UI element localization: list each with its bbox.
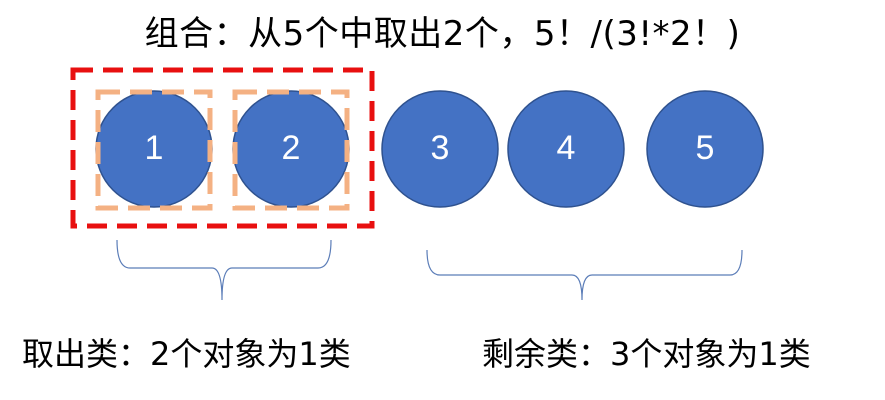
brace-selected <box>116 239 332 301</box>
selection-box <box>70 67 375 229</box>
ball-2: 2 <box>232 90 350 208</box>
ball-4-label: 4 <box>557 129 576 167</box>
item-box-2 <box>232 89 350 211</box>
ball-5-circle <box>646 90 764 208</box>
ball-4-circle <box>507 90 625 208</box>
ball-5-label: 5 <box>696 129 715 167</box>
ball-3-circle <box>381 90 499 208</box>
diagram-title: 组合：从5个中取出2个，5！/(3!*2！) <box>144 14 741 54</box>
ball-3-label: 3 <box>431 129 450 167</box>
ball-2-label: 2 <box>282 129 301 167</box>
brace-remaining <box>426 249 743 301</box>
ball-1-label: 1 <box>145 129 164 167</box>
item-box-1 <box>95 89 213 211</box>
ball-1: 1 <box>95 90 213 208</box>
selected-group-label: 取出类：2个对象为1类 <box>22 335 351 373</box>
ball-3: 3 <box>381 90 499 208</box>
ball-4: 4 <box>507 90 625 208</box>
ball-5: 5 <box>646 90 764 208</box>
remaining-group-label: 剩余类：3个对象为1类 <box>482 335 811 373</box>
